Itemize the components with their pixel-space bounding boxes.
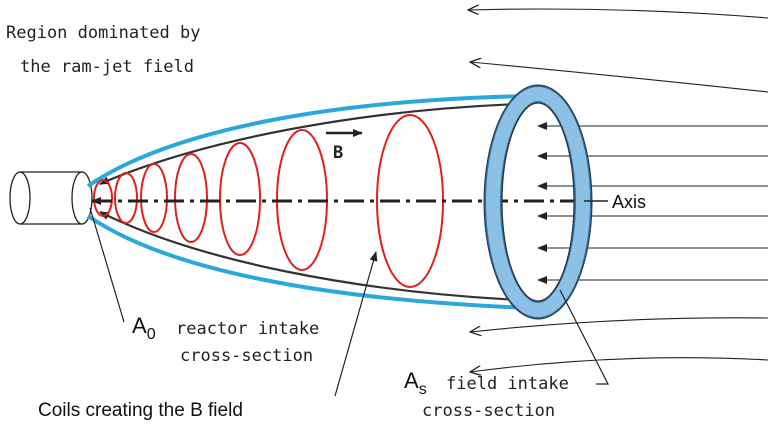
as-symbol: A [404, 368, 419, 393]
flow-line-top-1 [468, 9, 768, 19]
b-label: B [333, 143, 343, 163]
flow-line-bottom-2 [470, 357, 768, 372]
region-label-line1: Region dominated by [6, 23, 200, 43]
axis-label: Axis [612, 192, 646, 212]
coil [219, 142, 261, 256]
field-intake-ring [483, 84, 593, 320]
region-label-line2: the ram-jet field [20, 57, 194, 77]
as-leader [559, 289, 609, 385]
a0-text: reactor intake [176, 319, 319, 339]
flow-line-top-2 [470, 62, 768, 93]
b-field-line-bottom [99, 211, 521, 302]
flow-line-bottom-1 [470, 317, 768, 332]
as-subscript: s [419, 381, 427, 398]
coils-label: Coils creating the B field [38, 400, 243, 421]
b-field-line-top [99, 102, 521, 186]
as-label: As [404, 368, 427, 398]
a0-subscript: 0 [147, 326, 156, 343]
as-text: field intake [446, 374, 569, 394]
a0-leader [89, 207, 125, 323]
reactor-cylinder [9, 171, 93, 225]
field-envelope-bottom [86, 214, 531, 310]
a0-symbol: A [132, 313, 147, 338]
coil [140, 163, 168, 233]
coil [174, 153, 208, 243]
a0-line2: cross-section [180, 346, 313, 366]
a0-label: A0 [132, 313, 156, 343]
coil [114, 172, 138, 224]
as-line2: cross-section [422, 401, 555, 421]
coils-leader [334, 251, 378, 397]
coil [93, 179, 113, 217]
field-envelope-top [86, 94, 531, 188]
